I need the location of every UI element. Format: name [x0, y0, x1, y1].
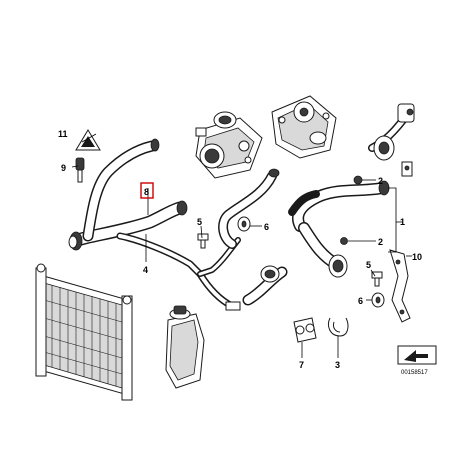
upper-radiator-hose	[68, 138, 188, 251]
leader-9	[71, 165, 79, 168]
callout-9: 9	[61, 163, 66, 173]
image-number: 00158517	[401, 370, 428, 376]
highlight-frame	[140, 182, 154, 199]
callout-5-left: 5	[197, 217, 202, 227]
leader-5a	[200, 225, 203, 239]
leader-11	[81, 133, 97, 143]
expansion-tank	[165, 305, 205, 389]
screw-left	[197, 233, 209, 249]
hose-holder	[293, 317, 317, 343]
lower-hose	[242, 265, 288, 306]
bypass-hose	[218, 168, 280, 249]
callout-6-upper: 6	[264, 222, 269, 232]
callout-7: 7	[299, 360, 304, 370]
callout-2-upper: 2	[378, 176, 383, 186]
leader-1	[388, 187, 397, 253]
leader-5b	[370, 269, 376, 277]
callout-2-lower: 2	[378, 237, 383, 247]
expansion-tank-hose	[288, 180, 390, 278]
screw-right	[371, 271, 383, 287]
callout-6-lower: 6	[358, 296, 363, 306]
temperature-sensor	[75, 157, 85, 183]
thermostat-housing	[195, 111, 263, 179]
radiator	[35, 263, 133, 401]
coolant-pipe	[116, 232, 241, 311]
callout-3: 3	[335, 360, 340, 370]
callout-8: 8	[144, 187, 149, 197]
bolt-lower	[340, 237, 348, 245]
hose-clamp-lower	[371, 292, 385, 308]
callout-1: 1	[400, 217, 405, 227]
image-number-badge: 00158517	[397, 345, 437, 376]
bolt-upper	[353, 175, 363, 185]
hose-clamp-upper	[237, 216, 251, 232]
callout-5-right: 5	[366, 260, 371, 270]
water-pump	[271, 95, 337, 159]
warning-label	[75, 129, 101, 151]
callout-10: 10	[412, 252, 422, 262]
callout-11: 11	[58, 129, 68, 139]
retaining-clip	[327, 317, 349, 337]
bracket	[389, 249, 411, 323]
pipe-connector	[368, 103, 415, 177]
callout-4: 4	[143, 265, 148, 275]
